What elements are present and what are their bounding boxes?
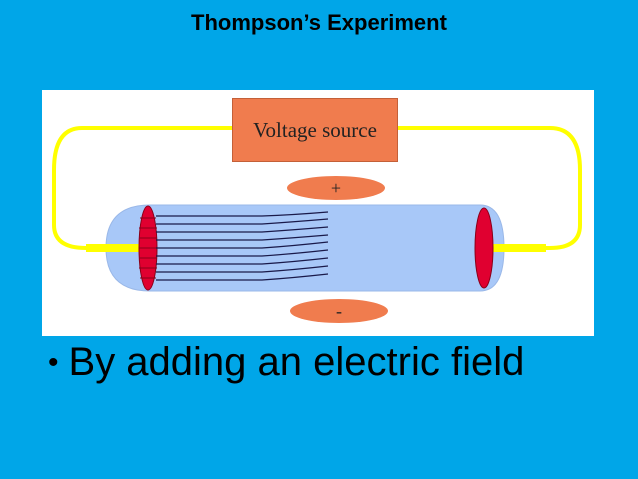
- positive-plate: +: [287, 176, 385, 200]
- positive-plate-label: +: [330, 177, 342, 198]
- electron-beam: [156, 211, 329, 281]
- voltage-source-box: Voltage source: [232, 98, 398, 162]
- diagram-graphics: [52, 126, 582, 292]
- negative-plate-label: -: [336, 300, 342, 321]
- tube-body: [105, 204, 505, 292]
- anode-electrode: [474, 207, 494, 289]
- anode-connector: [486, 244, 546, 252]
- cathode-ray-tube-diagram: Voltage source + -: [42, 90, 594, 336]
- right-wire: [398, 126, 582, 250]
- cathode-connector: [86, 244, 146, 252]
- bullet-item: • By adding an electric field: [48, 340, 524, 385]
- voltage-source-label: Voltage source: [253, 117, 377, 142]
- slide-title: Thompson’s Experiment: [191, 10, 447, 35]
- bullet-text: By adding an electric field: [68, 340, 525, 384]
- bullet-symbol: •: [48, 345, 59, 379]
- cathode-grid-lines: [139, 217, 157, 279]
- left-wire: [52, 126, 232, 250]
- negative-plate: -: [290, 299, 388, 323]
